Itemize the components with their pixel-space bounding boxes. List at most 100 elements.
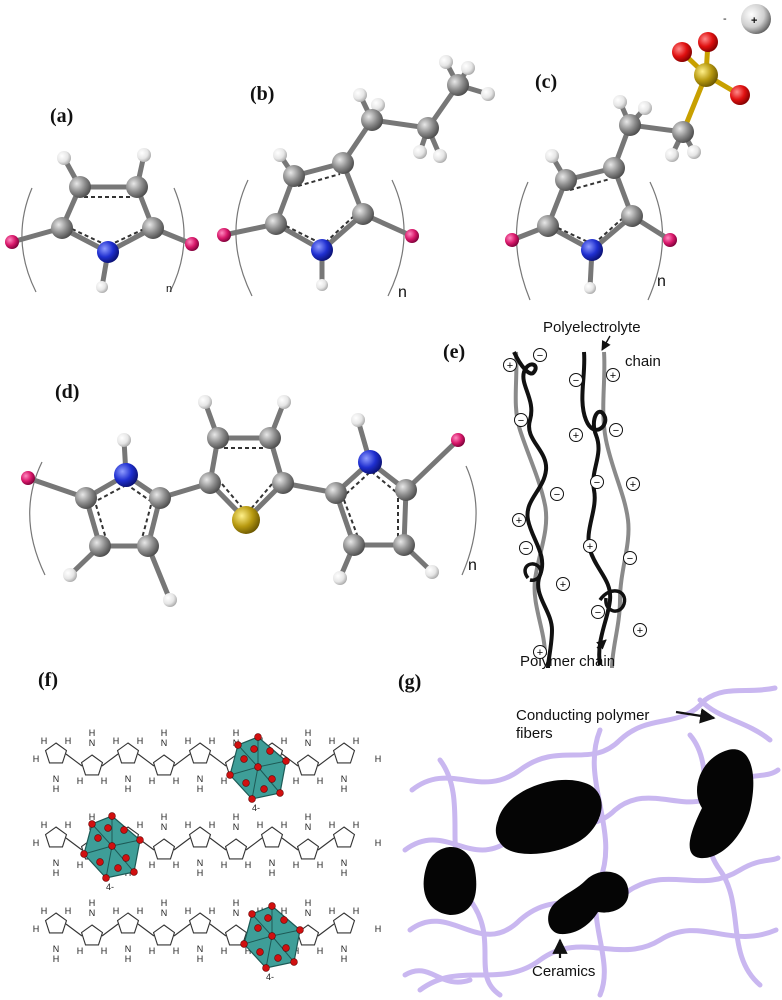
pyrrole-ring (188, 912, 212, 934)
oxygen-atom (108, 842, 116, 850)
panel-b-bracket-right (387, 179, 405, 297)
hydrogen-symbol: H (233, 898, 240, 908)
hydrogen-atom (57, 151, 71, 165)
hydrogen-atom (273, 148, 287, 162)
inter-ring-bond (101, 753, 119, 767)
end-atom (217, 228, 231, 242)
fibers-label-line1: Conducting polymer (516, 707, 649, 724)
carbon-atom (265, 213, 287, 235)
svg-text:+: + (630, 479, 636, 491)
oxygen-atom (248, 795, 256, 803)
hydrogen-symbol: H (53, 868, 60, 878)
carbon-atom (137, 535, 159, 557)
oxygen-atom (88, 820, 96, 828)
hydrogen-symbol: H (197, 784, 204, 794)
hydrogen-symbol: H (317, 860, 324, 870)
oxygen-atom (80, 850, 88, 858)
hydrogen-symbol: H (221, 860, 228, 870)
hydrogen-symbol: H (209, 820, 216, 830)
svg-text:−: − (595, 607, 601, 619)
carbon-atom (259, 427, 281, 449)
hydrogen-symbol: H (149, 946, 156, 956)
panel-c-cation-sign: + (751, 15, 757, 27)
hydrogen-atom (117, 433, 131, 447)
carbon-atom (395, 479, 417, 501)
polymer-chain-loop (598, 589, 627, 613)
svg-text:−: − (537, 350, 543, 362)
svg-text:−: − (523, 543, 529, 555)
hydrogen-symbol: H (101, 776, 108, 786)
hydrogen-atom (584, 282, 596, 294)
nitrogen-atom (581, 239, 603, 261)
hydrogen-symbol: H (137, 736, 144, 746)
pyrrole-ring (152, 754, 176, 776)
hydrogen-symbol: H (375, 838, 382, 848)
oxygen-atom (268, 775, 276, 783)
panel-d-n: n (468, 557, 477, 574)
oxygen-atom (256, 948, 264, 956)
inter-ring-bond (281, 837, 299, 851)
inter-ring-bond (209, 753, 227, 767)
charge-minus: − (623, 551, 637, 565)
hydrogen-atom (439, 55, 453, 69)
pyrrole-ring (116, 742, 140, 764)
hydrogen-symbol: H (245, 946, 252, 956)
nitrogen-symbol: N (161, 908, 168, 918)
cation-sphere (741, 4, 771, 34)
nitrogen-symbol: N (161, 822, 168, 832)
oxygen-atom (254, 763, 262, 771)
panel-a: (a) n (5, 105, 199, 295)
oxygen-atom (108, 812, 116, 820)
inter-ring-bond (65, 753, 83, 767)
inter-ring-bond (281, 753, 299, 767)
nitrogen-symbol: N (341, 774, 348, 784)
oxygen-atom (114, 864, 122, 872)
hydrogen-atom (461, 61, 475, 75)
inter-ring-bond (245, 837, 263, 851)
fibers-arrow (675, 708, 716, 724)
hydrogen-symbol: H (101, 946, 108, 956)
hydrogen-symbol: H (185, 736, 192, 746)
hydrogen-symbol: H (161, 898, 168, 908)
carbon-atom (537, 215, 559, 237)
fibers-label-line2: fibers (516, 725, 553, 742)
carbon-atom (447, 74, 469, 96)
nitrogen-symbol: N (305, 738, 312, 748)
sulfur-atom (232, 506, 260, 534)
inter-ring-bond (317, 753, 335, 767)
nitrogen-symbol: N (161, 738, 168, 748)
oxygen-atom (260, 785, 268, 793)
oxygen-atom (104, 824, 112, 832)
carbon-atom (393, 534, 415, 556)
svg-text:+: + (573, 430, 579, 442)
pyrrole-ring (116, 912, 140, 934)
hydrogen-atom (316, 279, 328, 291)
hydrogen-atom (198, 395, 212, 409)
hydrogen-atom (665, 148, 679, 162)
carbon-atom (75, 487, 97, 509)
pyrrole-ring (332, 912, 356, 934)
oxygen-atom (102, 874, 110, 882)
polymer-chain-loop (523, 562, 543, 582)
polyoxometalate: 4- (226, 733, 290, 813)
carbon-atom (142, 217, 164, 239)
hydrogen-symbol: H (65, 906, 72, 916)
end-atom (451, 433, 465, 447)
carbon-atom (603, 157, 625, 179)
charge-minus: − (569, 373, 583, 387)
oxygen-atom (96, 858, 104, 866)
inter-ring-bond (209, 923, 227, 937)
oxygen-atom (240, 940, 248, 948)
panel-e-label: (e) (443, 341, 465, 363)
charge-plus: + (503, 358, 517, 372)
hydrogen-symbol: H (269, 868, 276, 878)
panel-c-label: (c) (535, 71, 557, 93)
nitrogen-symbol: N (305, 908, 312, 918)
pyrrole-ring (188, 826, 212, 848)
panel-a-bonds (9, 152, 195, 290)
oxygen-atom (264, 914, 272, 922)
oxygen-atom (254, 924, 262, 932)
panel-b-n: n (398, 284, 407, 301)
hydrogen-atom (545, 149, 559, 163)
